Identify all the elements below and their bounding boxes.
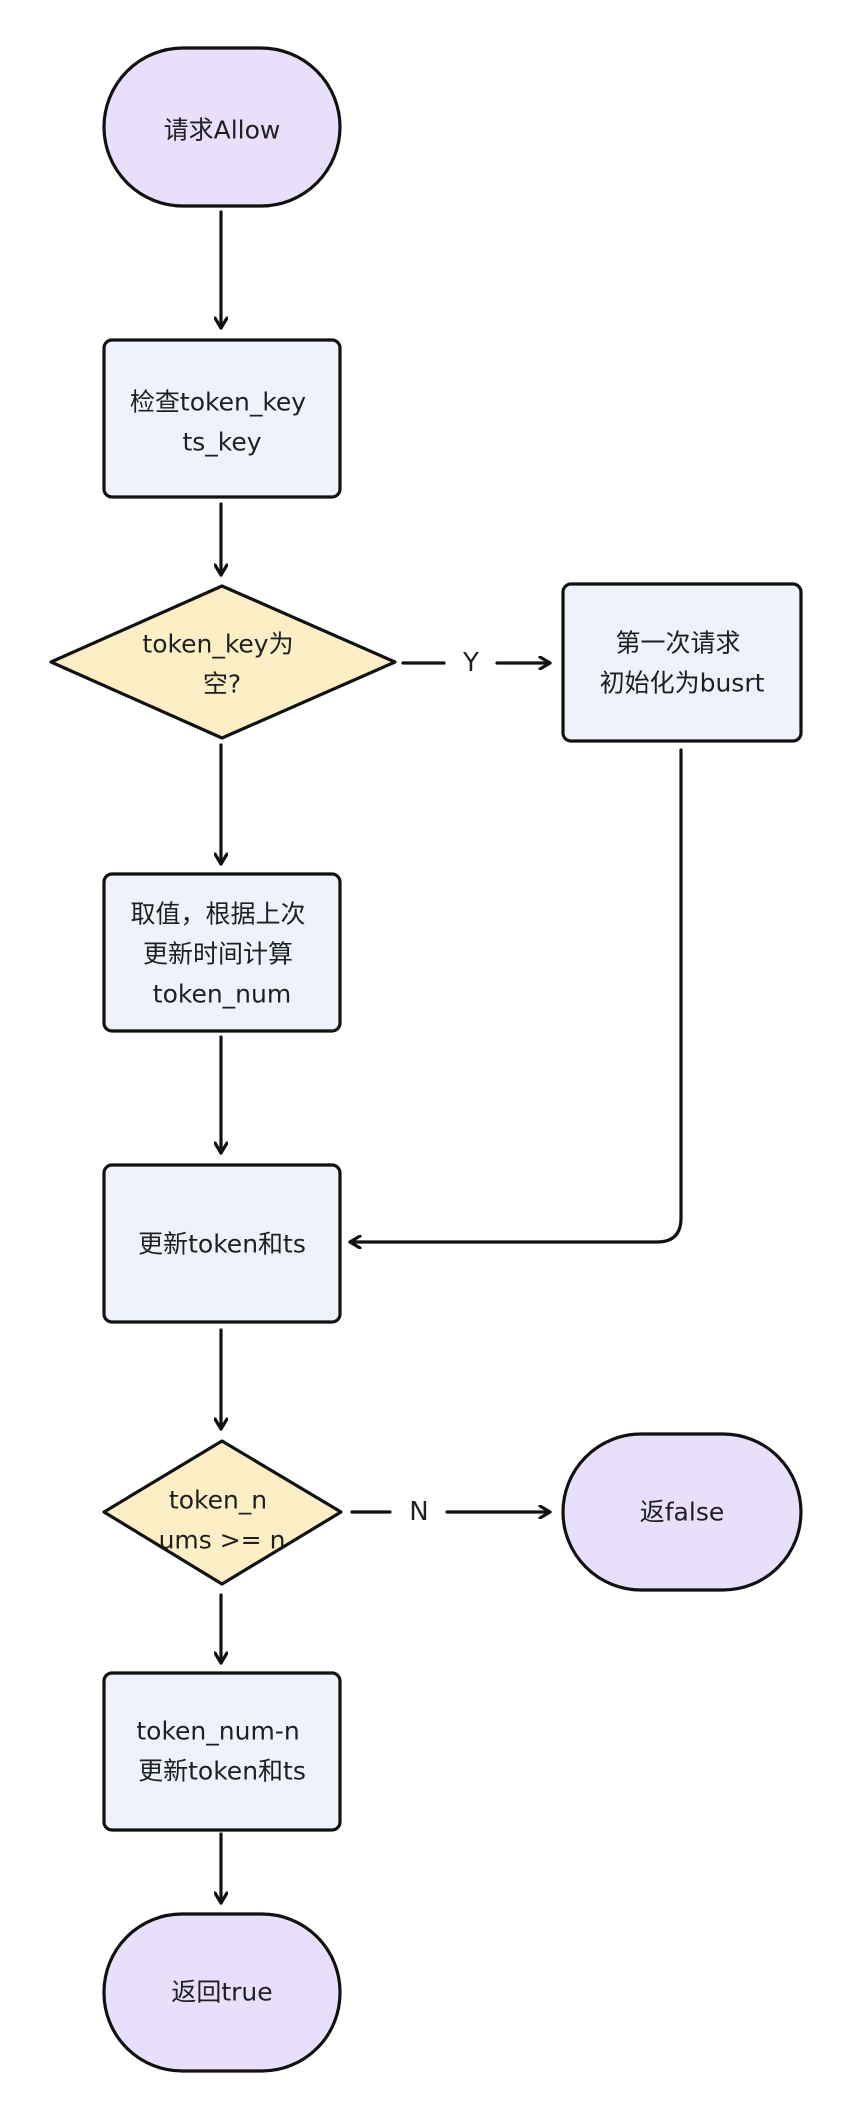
- node-first-request-line-2: 初始化为busrt: [600, 669, 765, 698]
- terminal-shape: [561, 1432, 803, 1592]
- node-return-false: 返false: [561, 1432, 803, 1592]
- node-update-1-text: 更新token和ts: [138, 1230, 306, 1259]
- process-shape: [102, 1671, 342, 1832]
- terminal-shape: [102, 1912, 342, 2073]
- edges: [221, 210, 683, 1905]
- node-tokens-enough-line-2: ums >= n: [159, 1526, 286, 1555]
- edge-first-to-update: [348, 748, 683, 1242]
- svg-text:请求Allow: 请求Allow: [164, 116, 281, 145]
- node-consume-line-1: token_num-n: [136, 1717, 299, 1746]
- node-return-true: 返回true: [102, 1912, 342, 2073]
- process-shape: [561, 582, 803, 743]
- svg-text:取值，根据上次 更新时间计算 tok: 取值，根据上次 更新时间计算 token_num: [131, 891, 314, 1009]
- node-token-key-empty-line-1: token_key为: [142, 630, 293, 659]
- decision-shape: [102, 1439, 343, 1586]
- decision-shape: [49, 584, 397, 740]
- node-first-request: 第一次请求 初始化为busrt: [561, 582, 803, 743]
- node-tokens-enough: token_n ums >= n: [102, 1439, 343, 1586]
- edge-label-no: N: [409, 1497, 428, 1527]
- node-update-1: 更新token和ts: [102, 1163, 342, 1324]
- svg-text:更新token和ts: 更新token和ts: [138, 1230, 306, 1259]
- node-consume-line-2: 更新token和ts: [138, 1757, 306, 1786]
- node-consume: token_num-n 更新token和ts: [102, 1671, 342, 1832]
- node-check-keys-line-2: ts_key: [182, 428, 261, 457]
- node-start-text: 请求Allow: [164, 116, 281, 145]
- process-shape: [102, 872, 342, 1033]
- node-check-keys-line-1: 检查token_key: [130, 388, 306, 417]
- node-check-keys: 检查token_key ts_key: [102, 338, 342, 499]
- svg-text:返回true: 返回true: [171, 1978, 272, 2007]
- edge-label-yes: Y: [462, 648, 479, 678]
- node-compute: 取值，根据上次 更新时间计算 token_num: [102, 872, 342, 1033]
- svg-text:token_key为 空?: token_key为 空?: [142, 621, 301, 699]
- node-token-key-empty-line-2: 空?: [203, 670, 241, 699]
- node-compute-line-3: token_num: [153, 980, 291, 1009]
- terminal-shape: [102, 46, 342, 208]
- node-return-false-text: 返false: [640, 1498, 724, 1527]
- node-compute-line-1: 取值，根据上次: [131, 900, 306, 929]
- svg-text:token_n ums >= n: token_n ums >= n: [159, 1477, 286, 1555]
- node-compute-line-2: 更新时间计算: [143, 940, 293, 969]
- svg-text:返false: 返false: [640, 1498, 724, 1527]
- node-start: 请求Allow: [102, 46, 342, 208]
- svg-text:token_num-n 更新token和ts: token_num-n 更新token和ts: [136, 1708, 307, 1786]
- process-shape: [102, 1163, 342, 1324]
- node-return-true-text: 返回true: [171, 1978, 272, 2007]
- node-tokens-enough-line-1: token_n: [169, 1486, 267, 1515]
- process-shape: [102, 338, 342, 499]
- node-token-key-empty: token_key为 空?: [49, 584, 397, 740]
- node-first-request-line-1: 第一次请求: [616, 629, 741, 658]
- svg-text:检查token_key ts_key: 检查token_key ts_key: [130, 379, 314, 457]
- svg-text:第一次请求 初始化为busrt: 第一次请求 初始化为busrt: [600, 620, 765, 698]
